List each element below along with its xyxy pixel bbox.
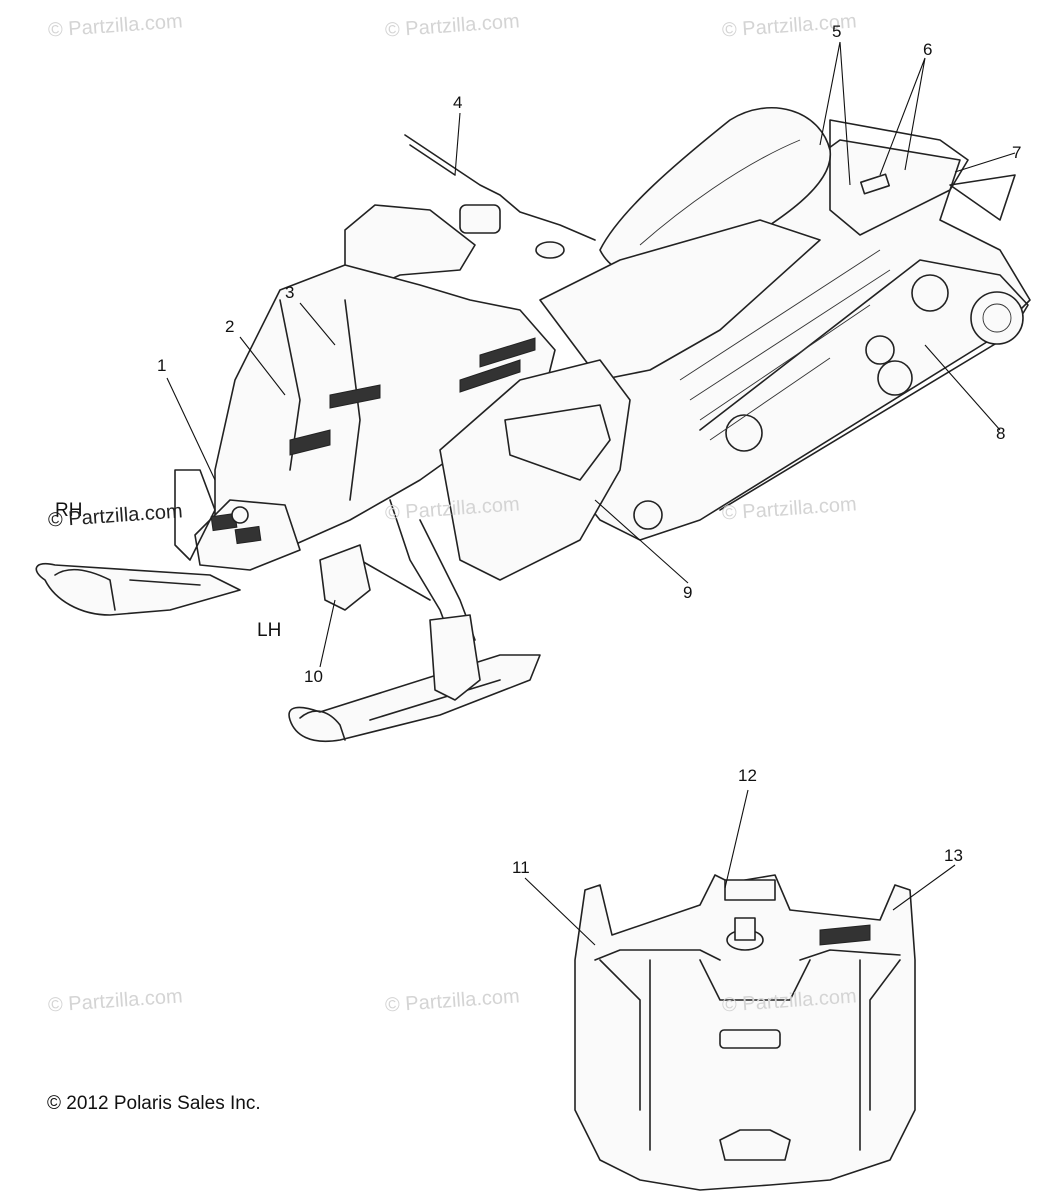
callout-11: 11	[512, 858, 530, 877]
callout-2: 2	[225, 317, 235, 336]
callout-7: 7	[1012, 143, 1022, 162]
callout-3: 3	[285, 283, 295, 302]
lh-label: LH	[257, 620, 282, 641]
callout-6: 6	[923, 40, 933, 59]
rh-label: RH	[55, 500, 83, 521]
idler-wheel-1	[911, 274, 949, 312]
callout-9: 9	[683, 583, 693, 602]
lower-body-panel	[319, 544, 371, 611]
copyright-notice: © 2012 Polaris Sales Inc.	[47, 1093, 261, 1114]
tunnel-perforations	[679, 249, 891, 441]
side-decal-panel	[504, 404, 611, 481]
rear-flap	[949, 174, 1016, 221]
track-belt	[699, 259, 1029, 511]
handlebar-mount	[459, 204, 501, 234]
idler-wheel-5	[633, 500, 663, 530]
gas-cap	[535, 241, 565, 259]
callout-4: 4	[453, 93, 463, 112]
leader-lines	[166, 41, 1016, 946]
hood-detail-vent	[719, 1029, 781, 1049]
snowmobile-illustration	[35, 106, 1031, 743]
callout-12: 12	[738, 766, 757, 785]
callout-5: 5	[832, 22, 842, 41]
callout-10: 10	[304, 667, 323, 686]
idler-wheel-4	[725, 414, 763, 452]
spindle	[429, 614, 481, 701]
rear-rack	[829, 119, 969, 236]
front-bumper	[174, 469, 216, 561]
handlebar	[404, 134, 596, 241]
callout-8: 8	[996, 424, 1006, 443]
ski-right	[35, 562, 241, 616]
hood-detail-top-decal	[724, 879, 776, 901]
idler-wheel-2	[877, 360, 913, 396]
callout-1: 1	[157, 356, 167, 375]
hood-detail-illustration	[574, 874, 916, 1191]
ski-left	[288, 654, 541, 743]
idler-wheel-3	[865, 335, 895, 365]
callout-13: 13	[944, 846, 963, 865]
rear-idler-wheel	[970, 291, 1024, 345]
